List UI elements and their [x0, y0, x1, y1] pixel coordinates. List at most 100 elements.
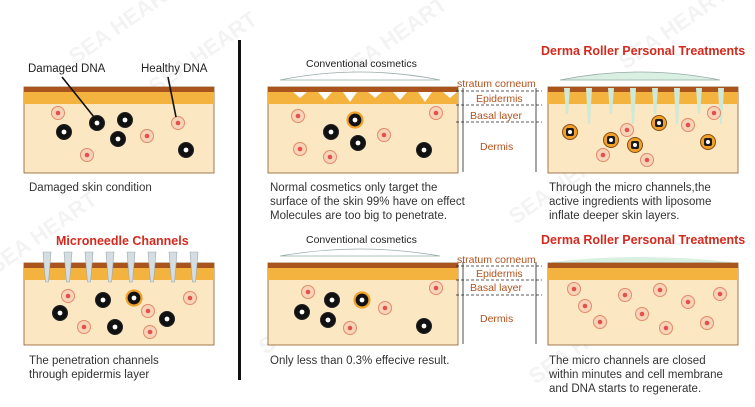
- active-serum-film: [559, 71, 721, 81]
- damaged-cell-nucleus: [57, 310, 63, 316]
- microneedle-channel: [126, 251, 136, 283]
- damaged-cell-nucleus: [299, 309, 305, 315]
- microneedle-channel: [147, 251, 157, 283]
- dermis-label-bottom: Dermis: [480, 313, 514, 325]
- derma-bottom-skin-epidermis: [548, 268, 738, 280]
- damaged-skin-epidermis: [24, 92, 214, 104]
- microneedle-channel: [168, 251, 178, 283]
- conventional-top-skin-surface: [268, 87, 458, 92]
- damaged-cell-nucleus: [131, 295, 137, 301]
- healthy-cell-nucleus: [704, 320, 710, 326]
- damaged-cell-nucleus: [421, 323, 427, 329]
- conventional-bottom-skin-surface: [268, 263, 458, 268]
- healthy-cell-nucleus: [597, 319, 603, 325]
- healthy-cell-nucleus: [663, 325, 669, 331]
- healthy-cell-nucleus: [433, 110, 439, 116]
- microneedle-skin-surface: [24, 263, 214, 268]
- healthy-cell-nucleus: [685, 299, 691, 305]
- damaged-skin-surface: [24, 87, 214, 92]
- conventional-bottom-caption: Only less than 0.3% effecive result.: [270, 355, 450, 367]
- surface-notch: [293, 92, 307, 98]
- healthy-cell-nucleus: [81, 324, 87, 330]
- derma-top-caption-line-1: Through the micro channels,the: [549, 182, 711, 194]
- healthy-cell-nucleus: [84, 152, 90, 158]
- repairing-cell-nucleus: [633, 143, 637, 147]
- healthy-cell-nucleus: [297, 146, 303, 152]
- healthy-cell-nucleus: [147, 329, 153, 335]
- damaged-cell-nucleus: [325, 317, 331, 323]
- microneedle-channel: [105, 251, 115, 283]
- healthy-cell-nucleus: [305, 289, 311, 295]
- surface-notch: [393, 92, 407, 100]
- healthy-cell-nucleus: [624, 127, 630, 133]
- active-ingredient-channel: [608, 88, 614, 114]
- conventional-top-skin-epidermis: [268, 92, 458, 104]
- microneedle-skin-epidermis: [24, 268, 214, 280]
- healthy-cell-nucleus: [175, 120, 181, 126]
- microneedle-caption-line-1: The penetration channels: [29, 355, 159, 367]
- damaged-cell-nucleus: [164, 316, 170, 322]
- active-ingredient-channel: [586, 88, 592, 124]
- healthy-cell-nucleus: [327, 154, 333, 160]
- derma-bottom-caption-line-2: within minutes and cell membrane: [549, 369, 723, 381]
- conventional-caption-line-2: surface of the skin 99% have on effect: [270, 196, 465, 208]
- healthy-cell-nucleus: [639, 311, 645, 317]
- healthy-cell-nucleus: [295, 113, 301, 119]
- microneedle-caption-line-2: through epidermis layer: [29, 369, 150, 381]
- stratum-corneum-label-top: stratum corneum: [457, 78, 536, 90]
- damaged-cell-nucleus: [355, 140, 361, 146]
- repairing-cell-nucleus: [657, 121, 661, 125]
- derma-top-skin-epidermis: [548, 92, 738, 104]
- derma-bottom-skin-surface: [548, 263, 738, 268]
- damaged-cell-nucleus: [94, 120, 100, 126]
- repairing-cell-nucleus: [568, 130, 572, 134]
- conventional-caption-line-3: Molecules are too big to penetrate.: [270, 210, 448, 222]
- healthy-cell-nucleus: [622, 292, 628, 298]
- damaged-cell-nucleus: [112, 324, 118, 330]
- microneedle-channel: [42, 251, 52, 283]
- healthy-cell-nucleus: [144, 133, 150, 139]
- basal-layer-label-top: Basal layer: [470, 110, 522, 122]
- microneedle-channel: [189, 251, 199, 283]
- healthy-cell-nucleus: [685, 122, 691, 128]
- healthy-cell-nucleus: [381, 132, 387, 138]
- repairing-cell-nucleus: [706, 140, 710, 144]
- healthy-cell-nucleus: [717, 291, 723, 297]
- damaged-cell-nucleus: [329, 297, 335, 303]
- healthy-cell-nucleus: [433, 285, 439, 291]
- microneedle-channel: [84, 251, 94, 283]
- basal-layer-label-bottom: Basal layer: [470, 282, 522, 294]
- active-ingredient-channel: [652, 88, 658, 114]
- damaged-cell-nucleus: [328, 129, 334, 135]
- stratum-corneum-label-bottom: stratum corneum: [457, 254, 536, 266]
- microneedle-channel: [63, 251, 73, 283]
- active-ingredient-channel: [630, 88, 636, 124]
- healthy-cell-nucleus: [657, 287, 663, 293]
- healthy-cell-nucleus: [65, 293, 71, 299]
- healthy-cell-nucleus: [55, 110, 61, 116]
- surface-notch: [443, 92, 457, 98]
- healthy-cell-nucleus: [145, 308, 151, 314]
- damaged-cell-nucleus: [115, 136, 121, 142]
- damaged-cell-nucleus: [122, 117, 128, 123]
- active-ingredient-channel: [696, 88, 702, 114]
- derma-bottom-caption-line-1: The micro channels are closed: [549, 355, 706, 367]
- healthy-cell-nucleus: [644, 157, 650, 163]
- healthy-cell-nucleus: [382, 305, 388, 311]
- conventional-cosmetics-title-top: Conventional cosmetics: [306, 58, 417, 70]
- damaged-cell-nucleus: [100, 297, 106, 303]
- surface-notch: [343, 92, 357, 102]
- active-ingredient-channel: [564, 88, 570, 114]
- conventional-cosmetics-title-bottom: Conventional cosmetics: [306, 234, 417, 246]
- healthy-cell-nucleus: [582, 303, 588, 309]
- healthy-cell-nucleus: [600, 152, 606, 158]
- active-ingredient-channel: [674, 88, 680, 124]
- dermis-label-top: Dermis: [480, 141, 514, 153]
- damaged-cell-nucleus: [183, 147, 189, 153]
- damaged-cell-nucleus: [359, 297, 365, 303]
- healthy-dna-label: Healthy DNA: [141, 63, 208, 75]
- derma-top-caption-line-2: active ingredients with liposome: [549, 196, 712, 208]
- derma-bottom-caption-line-3: and DNA starts to regenerate.: [549, 383, 702, 395]
- surface-notch: [368, 92, 382, 98]
